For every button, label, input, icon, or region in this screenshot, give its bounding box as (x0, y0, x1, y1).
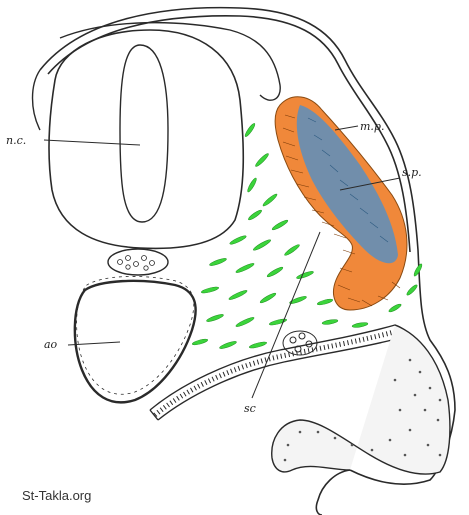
leader-lines (43, 125, 401, 399)
label-sp: s.p. (402, 166, 422, 179)
mesenchyme-cells (192, 123, 423, 349)
label-nc: n.c. (6, 134, 26, 147)
label-mp: m.p. (360, 120, 384, 133)
muscle-plate (274, 96, 408, 311)
neural-canal (48, 29, 245, 250)
notochord (107, 248, 169, 276)
label-ao: ao (44, 338, 58, 351)
label-sc: sc (244, 402, 256, 415)
ventral-cell-cluster (282, 330, 318, 356)
watermark: St-Takla.org (22, 488, 91, 503)
aorta (73, 276, 197, 404)
inner-membrane (31, 21, 281, 131)
lateral-plate-mass (271, 324, 451, 475)
